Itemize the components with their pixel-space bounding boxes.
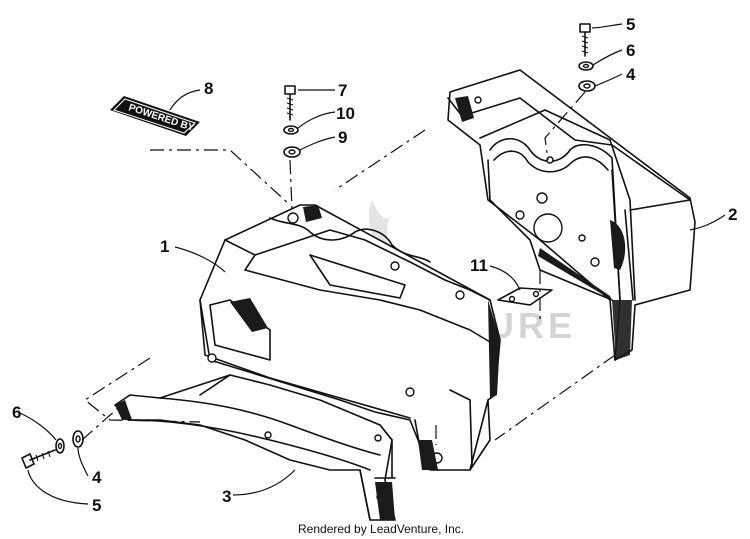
part-1-front-cover bbox=[199, 204, 501, 471]
callout-5-top: 5 bbox=[626, 15, 635, 34]
part-2-rear-cover bbox=[447, 69, 696, 361]
hardware-top-center bbox=[283, 85, 301, 158]
decal-text: POWERED BY SUZUKI bbox=[127, 102, 233, 146]
callout-6-top: 6 bbox=[626, 41, 635, 60]
callouts: 8 7 10 9 5 6 4 1 2 11 3 6 4 5 bbox=[12, 15, 737, 515]
callout-10: 10 bbox=[336, 104, 355, 123]
callout-2: 2 bbox=[728, 205, 737, 224]
leader-lines bbox=[19, 23, 726, 505]
hardware-top-right bbox=[578, 23, 596, 92]
callout-5-bottom: 5 bbox=[92, 496, 101, 515]
assembly-lines bbox=[81, 91, 616, 445]
callout-9: 9 bbox=[338, 128, 347, 147]
callout-1: 1 bbox=[160, 237, 169, 256]
callout-4-top: 4 bbox=[626, 65, 636, 84]
part-11-plate bbox=[497, 287, 553, 306]
callout-6-bottom: 6 bbox=[12, 403, 21, 422]
part-3-bracket bbox=[114, 374, 396, 521]
callout-7: 7 bbox=[338, 81, 347, 100]
callout-4-bottom: 4 bbox=[92, 468, 102, 487]
hardware-lower-left bbox=[21, 430, 84, 469]
callout-3: 3 bbox=[222, 487, 231, 506]
callout-8: 8 bbox=[204, 79, 213, 98]
part-8-decal: POWERED BY SUZUKI bbox=[110, 96, 234, 146]
footer-credit: Rendered by LeadVenture, Inc. bbox=[298, 522, 464, 536]
callout-11: 11 bbox=[470, 256, 488, 275]
